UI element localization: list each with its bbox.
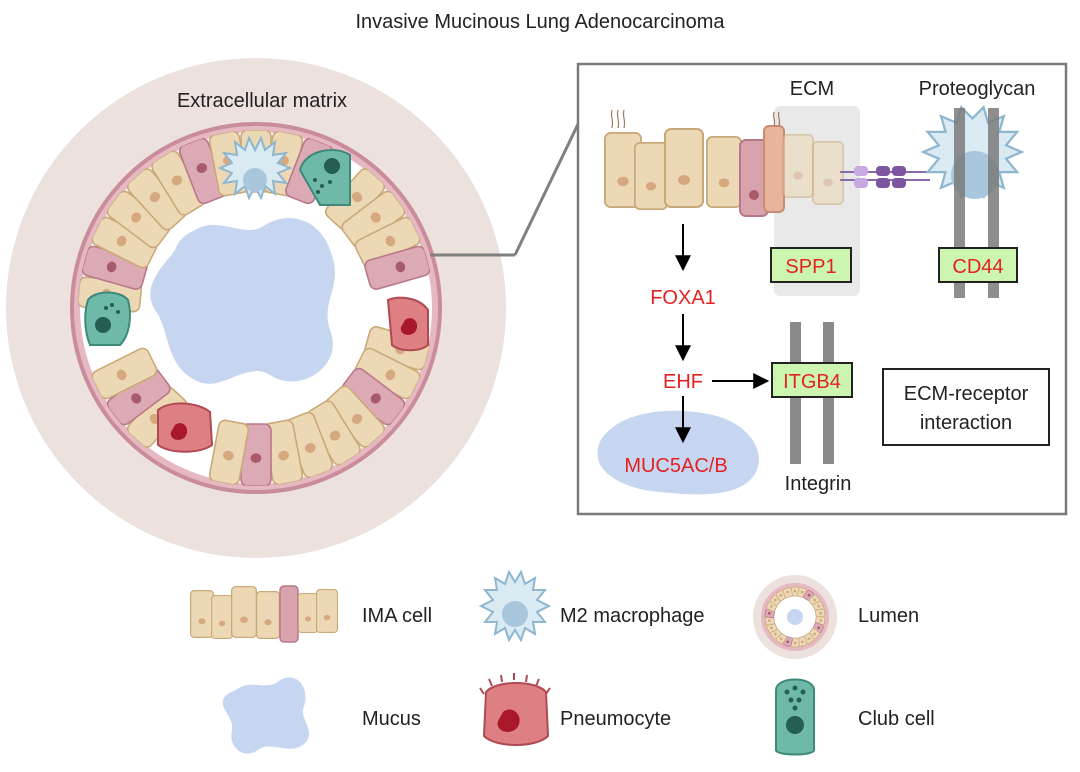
epithelial-nucleus bbox=[786, 590, 790, 594]
legend-club-cell-label: Club cell bbox=[858, 708, 935, 730]
club-cell-left bbox=[84, 291, 131, 346]
epithelial-nucleus bbox=[131, 393, 142, 404]
epithelial-nucleus bbox=[385, 235, 396, 247]
zoom-line-top bbox=[513, 119, 582, 256]
legend: IMA cell M2 macrophage Lumen Mucus Pneum… bbox=[190, 569, 935, 756]
epithelial-nucleus bbox=[817, 604, 820, 608]
receptor-linker bbox=[840, 166, 930, 188]
epithelial-nucleus bbox=[800, 640, 804, 644]
inset-ima-cell-row bbox=[604, 109, 844, 217]
spp1-gene-box: SPP1 bbox=[770, 247, 852, 283]
epithelial-nucleus bbox=[149, 191, 161, 203]
epithelial-nucleus bbox=[223, 450, 234, 461]
proteoglycan-macrophage bbox=[920, 105, 1025, 298]
epithelial-nucleus bbox=[819, 611, 822, 615]
epithelial-nucleus bbox=[278, 450, 289, 461]
epithelial-nucleus bbox=[793, 641, 797, 645]
epithelial-nucleus bbox=[774, 598, 777, 602]
epithelial-nucleus bbox=[385, 369, 396, 381]
epithelial-nucleus bbox=[370, 393, 381, 404]
pneumocyte-right bbox=[386, 296, 429, 352]
legend-lumen-icon bbox=[753, 575, 837, 659]
mucus-blob bbox=[150, 218, 335, 384]
legend-club-cell-icon bbox=[775, 678, 815, 756]
ehf-label: EHF bbox=[663, 371, 703, 393]
ecm-receptor-line1: ECM-receptor bbox=[904, 383, 1029, 405]
epithelial-nucleus bbox=[196, 163, 208, 173]
epithelial-nucleus bbox=[779, 637, 783, 641]
m2-macrophage-cell bbox=[217, 135, 293, 201]
legend-pneumocyte-icon bbox=[479, 673, 551, 746]
epithelial-nucleus bbox=[807, 637, 811, 641]
epithelial-nucleus bbox=[131, 212, 142, 223]
ecm-receptor-line2: interaction bbox=[920, 412, 1012, 434]
epithelial-nucleus bbox=[171, 175, 183, 186]
muc5ac-label: MUC5AC/B bbox=[624, 455, 727, 477]
epithelial-nucleus bbox=[770, 604, 773, 608]
epithelial-nucleus bbox=[106, 261, 117, 273]
epithelial-nucleus bbox=[768, 611, 771, 615]
epithelial-nucleus bbox=[813, 598, 816, 602]
epithelial-nucleus bbox=[813, 632, 816, 636]
epithelial-nucleus bbox=[770, 626, 773, 630]
legend-m2-macrophage-icon bbox=[478, 569, 552, 643]
integrin-label: Integrin bbox=[785, 473, 852, 495]
legend-ima-cell-label: IMA cell bbox=[362, 605, 432, 627]
legend-ima-cell-icon bbox=[190, 585, 338, 643]
spp1-label: SPP1 bbox=[785, 256, 836, 278]
epithelial-nucleus bbox=[819, 619, 822, 623]
epithelial-nucleus bbox=[793, 589, 797, 593]
cd44-gene-box: CD44 bbox=[938, 247, 1018, 283]
epithelial-nucleus bbox=[116, 369, 127, 381]
epithelial-nucleus bbox=[329, 430, 341, 441]
epithelial-nucleus bbox=[250, 453, 262, 463]
epithelial-nucleus bbox=[351, 413, 363, 425]
legend-pneumocyte-label: Pneumocyte bbox=[560, 708, 671, 730]
foxa1-label: FOXA1 bbox=[650, 287, 716, 309]
pneumocyte-bottom bbox=[157, 402, 214, 453]
epithelial-nucleus bbox=[774, 632, 777, 636]
itgb4-gene-box: ITGB4 bbox=[771, 362, 853, 398]
lumen-cross-section: Extracellular matrix bbox=[6, 58, 506, 558]
legend-lumen-label: Lumen bbox=[858, 605, 919, 627]
legend-m2-macrophage-label: M2 macrophage bbox=[560, 605, 705, 627]
epithelial-nucleus bbox=[817, 626, 820, 630]
epithelial-nucleus bbox=[800, 590, 804, 594]
epithelial-nucleus bbox=[786, 640, 790, 644]
inset-mucus bbox=[597, 410, 759, 495]
ecm-receptor-box bbox=[882, 368, 1050, 446]
epithelial-nucleus bbox=[807, 593, 811, 597]
diagram-title: Invasive Mucinous Lung Adenocarcinoma bbox=[355, 11, 725, 33]
itgb4-label: ITGB4 bbox=[783, 371, 841, 393]
epithelial-nucleus bbox=[370, 212, 381, 223]
extracellular-matrix-label: Extracellular matrix bbox=[177, 90, 347, 112]
epithelial-nucleus bbox=[351, 191, 363, 203]
epithelial-nucleus bbox=[395, 261, 406, 273]
legend-mucus-label: Mucus bbox=[362, 708, 421, 730]
cd44-label: CD44 bbox=[952, 256, 1003, 278]
proteoglycan-label: Proteoglycan bbox=[919, 78, 1036, 100]
epithelial-nucleus bbox=[768, 619, 771, 623]
legend-mucus-icon bbox=[222, 677, 310, 754]
club-cell-top bbox=[298, 149, 351, 206]
epithelial-nucleus bbox=[779, 593, 783, 597]
epithelial-nucleus bbox=[116, 235, 127, 247]
epithelial-nucleus bbox=[304, 443, 316, 453]
ecm-label: ECM bbox=[790, 78, 834, 100]
